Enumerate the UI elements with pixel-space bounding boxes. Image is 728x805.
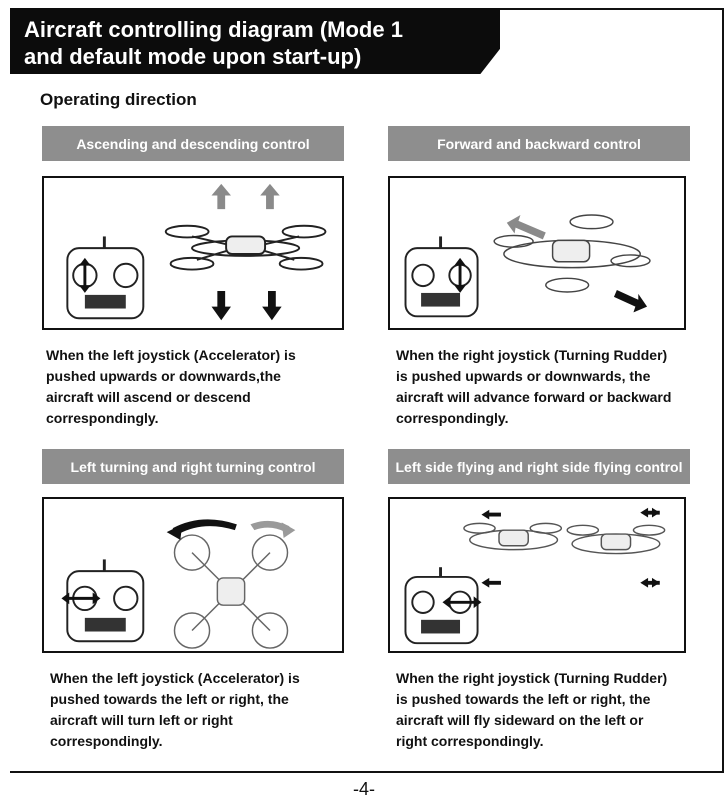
caption-forward: When the right joystick (Turning Rudder)… — [396, 345, 716, 429]
controller-icon — [66, 236, 145, 320]
title-line-2: and default mode upon start-up) — [24, 44, 362, 69]
arrow-turn-right-icon — [250, 520, 296, 538]
caption-line: aircraft will advance forward or backwar… — [396, 389, 672, 405]
controller-icon — [404, 236, 479, 318]
caption-line: correspondingly. — [46, 410, 159, 426]
arrow-forward-icon — [506, 215, 546, 240]
panel-label-turning: Left turning and right turning control — [42, 449, 344, 484]
illustration-forward — [388, 176, 686, 330]
section-heading: Operating direction — [40, 90, 197, 109]
caption-line: is pushed upwards or downwards, the — [396, 368, 651, 384]
caption-line: correspondingly. — [50, 733, 163, 749]
caption-line: aircraft will fly sideward on the left o… — [396, 712, 644, 728]
caption-line: When the left joystick (Accelerator) is — [50, 670, 300, 686]
arrow-left-right-icon — [481, 507, 660, 588]
illustration-side-flying — [388, 497, 686, 653]
drone-top-view-icon — [173, 534, 289, 649]
caption-line: correspondingly. — [396, 410, 509, 426]
drone-icon — [463, 522, 563, 551]
drone-icon — [164, 224, 327, 271]
caption-line: right correspondingly. — [396, 733, 544, 749]
controller-icon — [61, 559, 145, 643]
caption-line: When the left joystick (Accelerator) is — [46, 347, 296, 363]
caption-line: is pushed towards the left or right, the — [396, 691, 651, 707]
caption-turning: When the left joystick (Accelerator) is … — [50, 668, 360, 752]
caption-ascend: When the left joystick (Accelerator) is … — [46, 345, 356, 429]
page-title: Aircraft controlling diagram (Mode 1 and… — [10, 8, 500, 74]
caption-line: When the right joystick (Turning Rudder) — [396, 670, 668, 686]
arrow-up-icon — [211, 183, 280, 210]
title-line-1: Aircraft controlling diagram (Mode 1 — [24, 17, 403, 42]
illustration-ascend — [42, 176, 344, 330]
arrow-turn-left-icon — [166, 519, 237, 540]
panel-label-forward: Forward and backward control — [388, 126, 690, 161]
drone-icon — [493, 214, 651, 293]
panel-label-ascend: Ascending and descending control — [42, 126, 344, 161]
arrow-backward-icon — [613, 290, 648, 313]
panel-label-side-flying: Left side flying and right side flying c… — [388, 449, 690, 484]
drone-icon — [566, 524, 666, 555]
caption-line: aircraft will ascend or descend — [46, 389, 251, 405]
caption-line: aircraft will turn left or right — [50, 712, 233, 728]
caption-line: When the right joystick (Turning Rudder) — [396, 347, 668, 363]
arrow-down-icon — [211, 290, 282, 321]
caption-side-flying: When the right joystick (Turning Rudder)… — [396, 668, 716, 752]
illustration-turning — [42, 497, 344, 653]
controller-icon — [404, 567, 482, 645]
page-number: -4- — [353, 779, 375, 799]
caption-line: pushed upwards or downwards,the — [46, 368, 281, 384]
caption-line: pushed towards the left or right, the — [50, 691, 289, 707]
